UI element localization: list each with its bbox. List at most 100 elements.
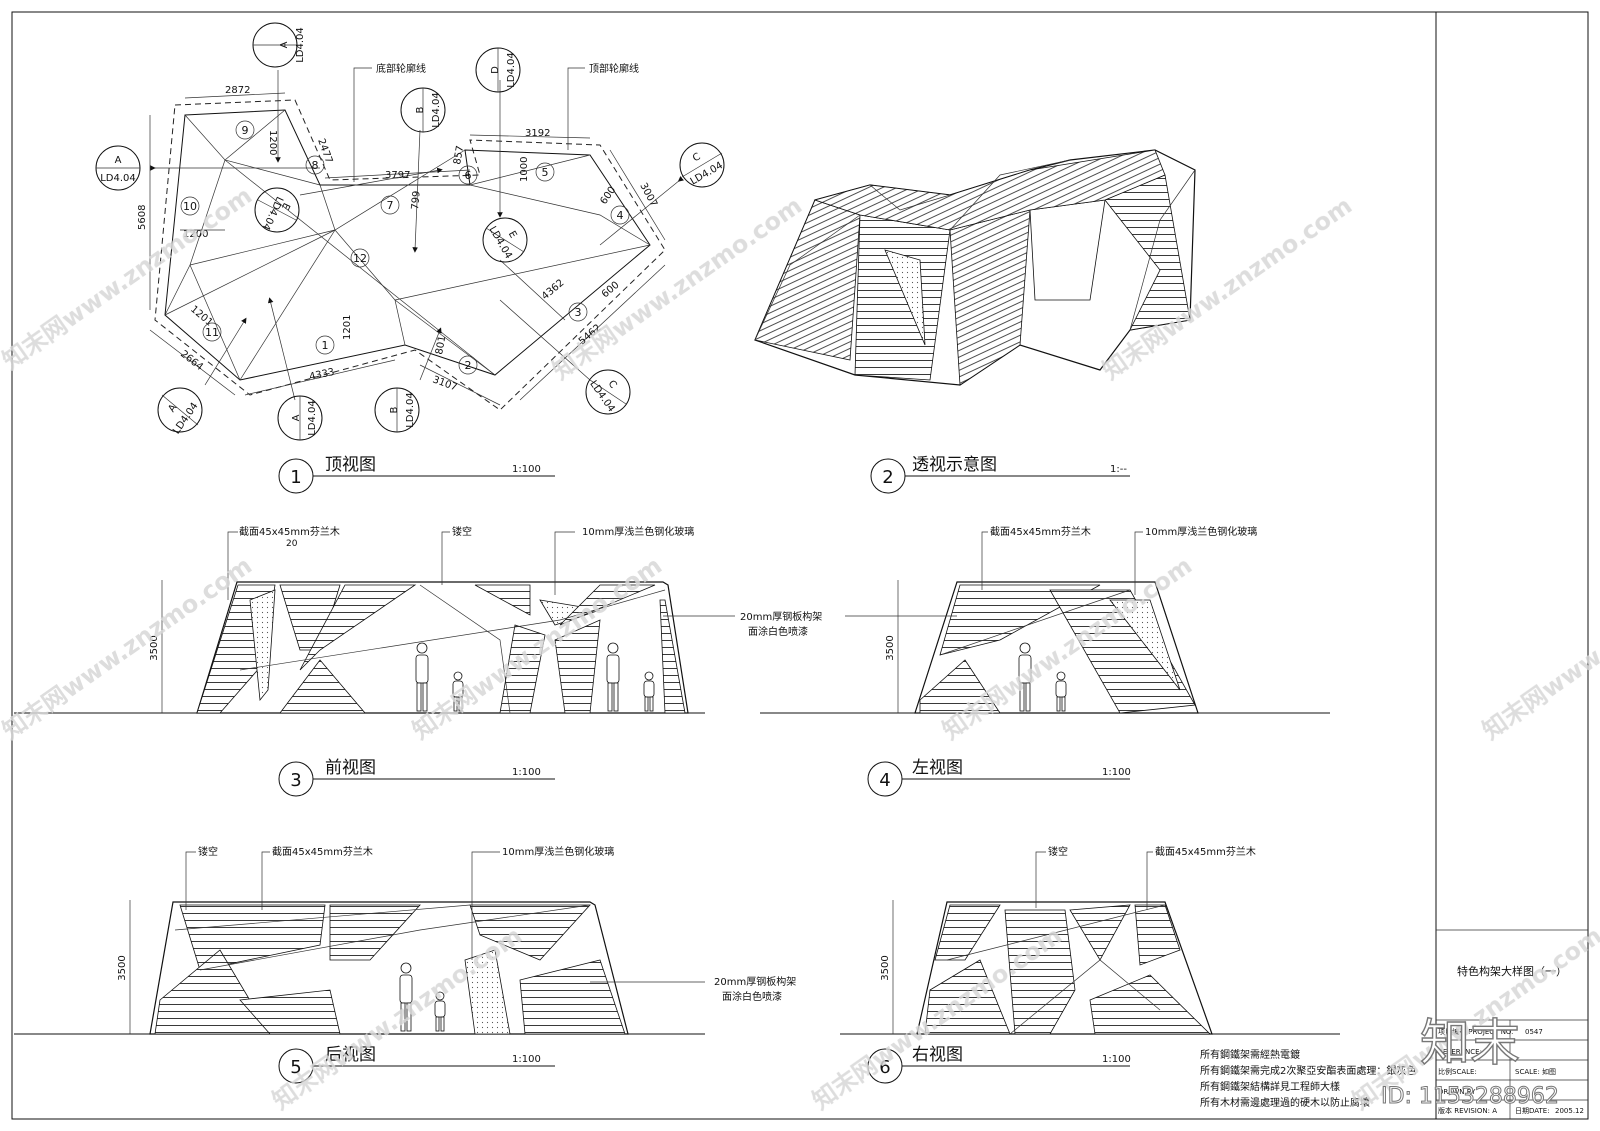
dim-4333: 4333 (308, 367, 335, 383)
svg-text:A: A (115, 155, 122, 166)
panel-7: 7 (380, 195, 400, 215)
dim-3007: 3007 (637, 181, 659, 209)
drawing-title: 特色构架大样图（一） (1457, 964, 1567, 978)
back-steel-note-1: 20mm厚钢板构架 (714, 975, 796, 988)
panel-1: 1 (315, 335, 335, 355)
left-glass-note: 10mm厚浅兰色钢化玻璃 (1145, 525, 1257, 538)
scale-value: SCALE: 如图 (1515, 1067, 1556, 1076)
section-marker-c-right: C LD4.04 (679, 142, 725, 188)
section-marker-e-left: E LD4.04 (254, 187, 300, 233)
section-marker-b-bottom: B LD4.04 (374, 387, 420, 433)
view-title-4: 4 左视图 1:100 (867, 758, 1131, 797)
svg-text:12: 12 (353, 252, 367, 265)
dim-1200-b: 1200 (183, 229, 208, 240)
svg-text:LD4.04: LD4.04 (431, 92, 442, 128)
svg-text:LD4.04: LD4.04 (506, 52, 517, 88)
svg-text:1: 1 (322, 339, 329, 352)
scale-label: 比例SCALE: (1438, 1067, 1477, 1076)
svg-text:6: 6 (879, 1057, 890, 1078)
dim-857: 857 (452, 145, 466, 166)
right-timber-note: 截面45x45mm芬兰木 (1155, 845, 1256, 858)
panel-12: 12 (350, 248, 370, 268)
title-block: 特色构架大样图（一） 项目编号 PROJECT NO. 0547 REFEREN… (1436, 929, 1588, 1119)
front-hollow-note: 镂空 (452, 525, 472, 538)
front-timber-gap: 20 (286, 539, 298, 549)
svg-text:LD4.04: LD4.04 (100, 173, 136, 184)
front-glass-note: 10mm厚浅兰色钢化玻璃 (582, 525, 694, 538)
panel-8: 8 (305, 155, 325, 175)
section-marker-d: D LD4.04 (475, 47, 521, 93)
note-3: 所有鋼鐵架結構詳見工程師大樣 (1200, 1080, 1340, 1093)
dim-1000: 1000 (519, 157, 530, 182)
svg-text:2: 2 (465, 359, 472, 372)
reference-label: REFERENCE: (1438, 1048, 1482, 1056)
dim-799: 799 (410, 190, 423, 210)
section-marker-a-left: A LD4.04 (95, 145, 141, 191)
back-height-label: 3500 (117, 955, 128, 980)
view-title-left: 左视图 (912, 758, 963, 778)
view-scale-front: 1:100 (512, 767, 541, 778)
section-marker-e-center: E LD4.04 (482, 217, 528, 263)
right-view-drawing: 3500 镂空 截面45x45mm芬兰木 (840, 845, 1340, 1035)
panel-5: 5 (535, 162, 555, 182)
note-2: 所有鋼鐵架需完成2次聚亞安酯表面處理：銀灰色 (1200, 1064, 1416, 1077)
back-timber-note: 截面45x45mm芬兰木 (272, 845, 373, 858)
svg-text:11: 11 (205, 326, 219, 339)
svg-text:C: C (691, 151, 703, 164)
svg-text:A: A (291, 414, 302, 421)
svg-text:4: 4 (617, 209, 624, 222)
view-scale-back: 1:100 (512, 1054, 541, 1065)
top-view-panels: 1 2 3 4 5 6 7 8 9 10 11 12 (180, 120, 630, 375)
note-4: 所有木材需邊處理過的硬木以防止腐壞 (1200, 1096, 1370, 1109)
dim-1201-b: 1201 (342, 315, 353, 340)
front-steel-note-2: 面涂白色喷漆 (748, 625, 808, 638)
dim-600-b: 600 (600, 280, 622, 301)
panel-10: 10 (180, 196, 200, 216)
dim-600-a: 600 (598, 185, 618, 207)
svg-text:C: C (606, 379, 619, 391)
back-glass-note: 10mm厚浅兰色钢化玻璃 (502, 845, 614, 858)
svg-text:D: D (490, 66, 501, 74)
svg-text:4: 4 (879, 770, 890, 791)
view-title-2: 2 透视示意图 1:-- (870, 455, 1130, 494)
dim-1201-a: 1201 (188, 304, 215, 329)
svg-text:8: 8 (312, 159, 319, 172)
watermark-2: 知末网www.znzmo.com (547, 191, 807, 385)
panel-6: 6 (458, 165, 478, 185)
top-outline-label: 顶部轮廓线 (589, 62, 639, 75)
date-value: 2005.12 (1555, 1107, 1584, 1115)
bottom-outline-label: 底部轮廓线 (376, 62, 426, 75)
front-timber-note: 截面45x45mm芬兰木 (239, 525, 340, 538)
left-view-drawing: 3500 截面45x45mm芬兰木 10mm厚浅兰色钢化玻璃 (760, 525, 1330, 714)
drawn-label: DRAWN BY (1438, 1088, 1476, 1096)
section-marker-a-top: A LD4.04 (252, 22, 306, 68)
svg-text:3: 3 (575, 306, 582, 319)
view-title-3: 3 前视图 1:100 (278, 758, 555, 797)
watermark-id: ID: 1153288962 (1381, 1084, 1559, 1109)
svg-text:B: B (389, 406, 400, 413)
back-view-drawing: 3500 镂空 截面45x45mm芬兰木 10mm厚浅兰色钢化玻璃 20mm厚钢… (14, 845, 796, 1035)
section-marker-a-bottom: A LD4.04 (277, 395, 323, 441)
view-title-right: 右视图 (912, 1045, 963, 1065)
view-title-back: 后视图 (325, 1045, 376, 1065)
back-steel-note-2: 面涂白色喷漆 (722, 990, 782, 1003)
left-timber-note: 截面45x45mm芬兰木 (990, 525, 1091, 538)
watermark-logo-block: 知末 ID: 1153288962 (1381, 1013, 1560, 1109)
svg-text:LD4.04: LD4.04 (260, 195, 285, 232)
panel-2: 2 (458, 355, 478, 375)
dim-2872: 2872 (225, 85, 250, 96)
view-scale-top: 1:100 (512, 464, 541, 475)
dim-2664: 2664 (178, 349, 205, 373)
svg-text:LD4.04: LD4.04 (295, 27, 306, 63)
front-height-label: 3500 (149, 635, 160, 660)
watermark-1: 知末网www.znzmo.com (0, 181, 257, 375)
view-scale-right: 1:100 (1102, 1054, 1131, 1065)
dim-5608: 5608 (137, 205, 148, 230)
view-scale-perspective: 1:-- (1110, 464, 1127, 475)
view-scale-left: 1:100 (1102, 767, 1131, 778)
svg-text:6: 6 (465, 169, 472, 182)
svg-text:3: 3 (290, 770, 301, 791)
svg-text:B: B (415, 106, 426, 113)
revision-label: 版本 REVISION: A (1438, 1106, 1497, 1115)
